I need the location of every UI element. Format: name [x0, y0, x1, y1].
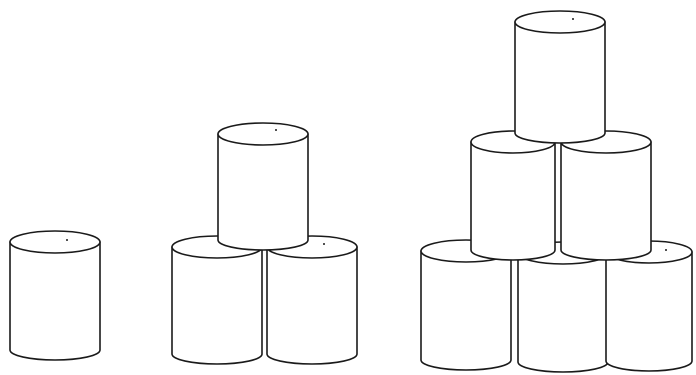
can-body [421, 251, 511, 370]
can [10, 231, 100, 360]
can-top-center-dot [665, 249, 667, 251]
can-top [10, 231, 100, 253]
can-top-center-dot [275, 129, 277, 131]
can-body [267, 247, 357, 364]
can-top [218, 123, 308, 145]
can-top-center-dot [323, 243, 325, 245]
can-body [172, 247, 262, 364]
can [267, 236, 357, 364]
can [561, 131, 651, 260]
can-body [218, 134, 308, 250]
stack-2 [172, 123, 357, 364]
can-body [606, 252, 692, 371]
stack-1 [10, 231, 100, 360]
stack-3 [421, 11, 692, 372]
can-body [518, 253, 608, 372]
can-body [10, 242, 100, 360]
can [172, 236, 262, 364]
can-top-center-dot [572, 18, 574, 20]
can-top [515, 11, 605, 33]
can [218, 123, 308, 250]
can [515, 11, 605, 143]
can-top-center-dot [66, 239, 68, 241]
can [606, 241, 692, 371]
can-body [561, 142, 651, 260]
can-body [515, 22, 605, 143]
can-body [471, 142, 555, 260]
can [471, 131, 555, 260]
can [518, 242, 608, 372]
